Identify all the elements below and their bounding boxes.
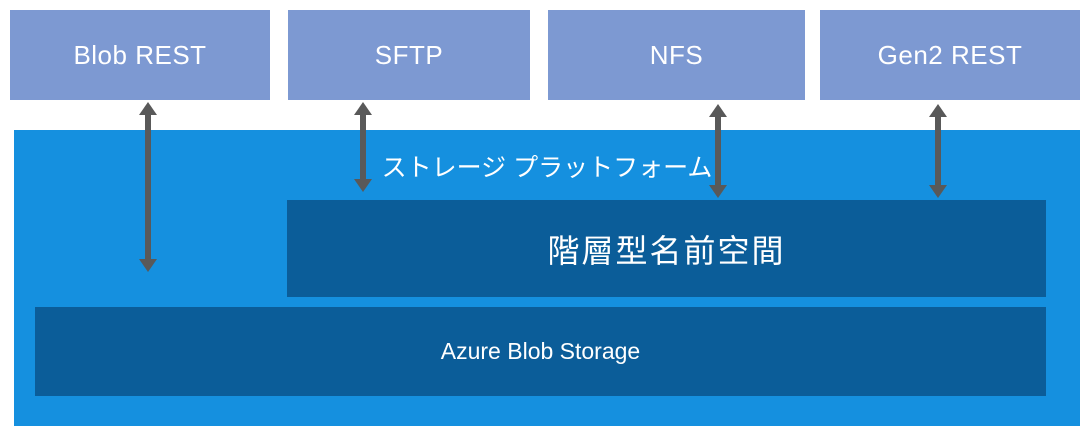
arrowhead-down-icon [709,185,727,198]
protocol-box-gen2-rest-label: Gen2 REST [877,39,1023,70]
protocol-box-sftp: SFTP [288,10,530,100]
arrowhead-down-icon [929,185,947,198]
arrow-stem [360,115,366,179]
arrowhead-up-icon [929,104,947,117]
bidirectional-arrow-nfs-icon [709,104,727,198]
storage-platform-label: ストレージ プラットフォーム [381,154,713,182]
arrow-stem [935,117,941,185]
bidirectional-arrow-gen2-rest-icon [929,104,947,198]
bidirectional-arrow-sftp-icon [354,102,372,192]
bidirectional-arrow-blob-rest-icon [139,102,157,272]
arrowhead-down-icon [139,259,157,272]
arrowhead-down-icon [354,179,372,192]
azure-blob-storage-box: Azure Blob Storage [35,307,1046,396]
arrowhead-up-icon [139,102,157,115]
protocol-box-sftp-label: SFTP [374,39,444,70]
hierarchical-namespace-box: 階層型名前空間 [287,200,1046,297]
protocol-box-blob-rest: Blob REST [10,10,270,100]
arrow-stem [715,117,721,185]
protocol-box-gen2-rest: Gen2 REST [820,10,1080,100]
azure-blob-storage-label: Azure Blob Storage [440,338,641,364]
arrow-stem [145,115,151,259]
storage-platform-container: ストレージ プラットフォーム 階層型名前空間 Azure Blob Storag… [14,130,1080,426]
hierarchical-namespace-label: 階層型名前空間 [547,232,786,269]
protocol-box-nfs-label: NFS [649,39,704,70]
protocol-box-nfs: NFS [548,10,805,100]
protocol-box-blob-rest-label: Blob REST [73,39,207,70]
arrowhead-up-icon [354,102,372,115]
arrowhead-up-icon [709,104,727,117]
